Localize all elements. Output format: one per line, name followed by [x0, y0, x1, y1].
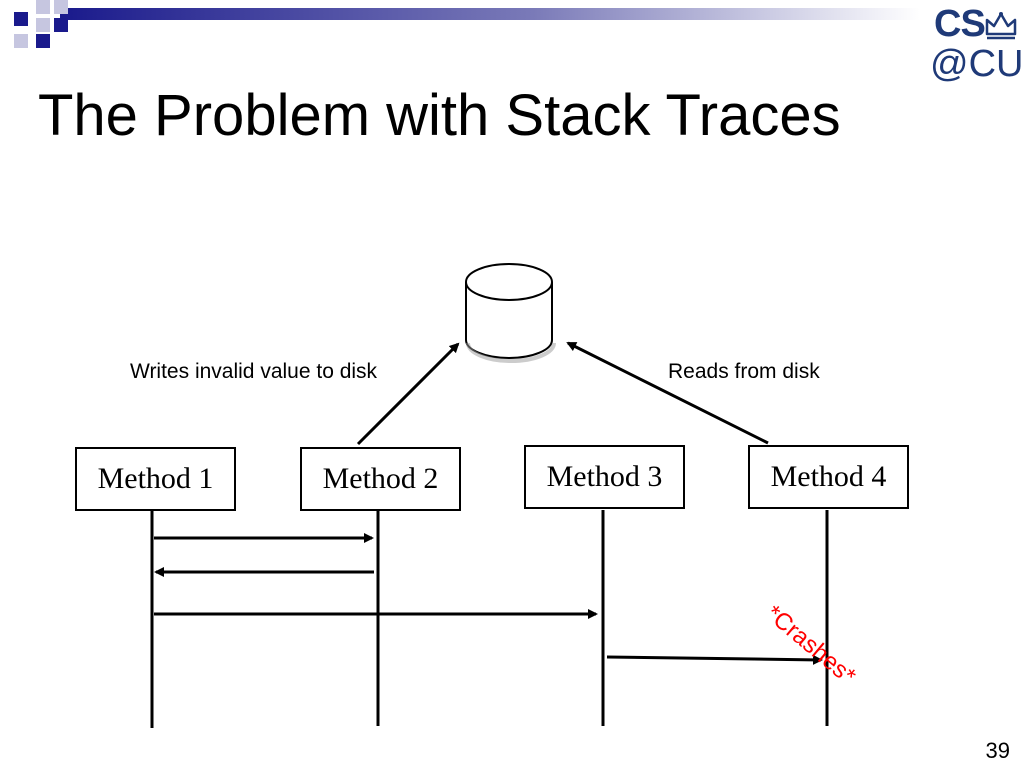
slide-title: The Problem with Stack Traces — [38, 83, 841, 148]
checker-square — [36, 34, 50, 48]
method-3-box: Method 3 — [524, 445, 685, 509]
checker-square — [36, 0, 50, 14]
read-from-disk-arrow — [566, 341, 769, 445]
cs-at-cu-logo: CS @CU — [928, 2, 1024, 86]
header-decoration — [14, 0, 920, 48]
read-label: Reads from disk — [668, 360, 820, 383]
crown-icon — [985, 12, 1017, 40]
checker-square — [14, 34, 28, 48]
write-to-disk-arrow — [356, 342, 460, 446]
method-1-box: Method 1 — [75, 447, 236, 511]
disk-database-icon — [465, 263, 556, 363]
call-arrow-m3-to-m4 — [606, 654, 823, 665]
method-4-box: Method 4 — [748, 445, 909, 509]
write-label: Writes invalid value to disk — [130, 360, 378, 383]
checker-square — [36, 18, 50, 32]
logo-text-at-cu: @CU — [930, 43, 1024, 85]
checker-square — [14, 12, 28, 26]
checker-square — [54, 0, 68, 14]
checker-square — [54, 18, 68, 32]
logo-text-cs: CS — [934, 3, 986, 45]
method-2-box: Method 2 — [300, 447, 461, 511]
page-number: 39 — [985, 738, 1010, 763]
